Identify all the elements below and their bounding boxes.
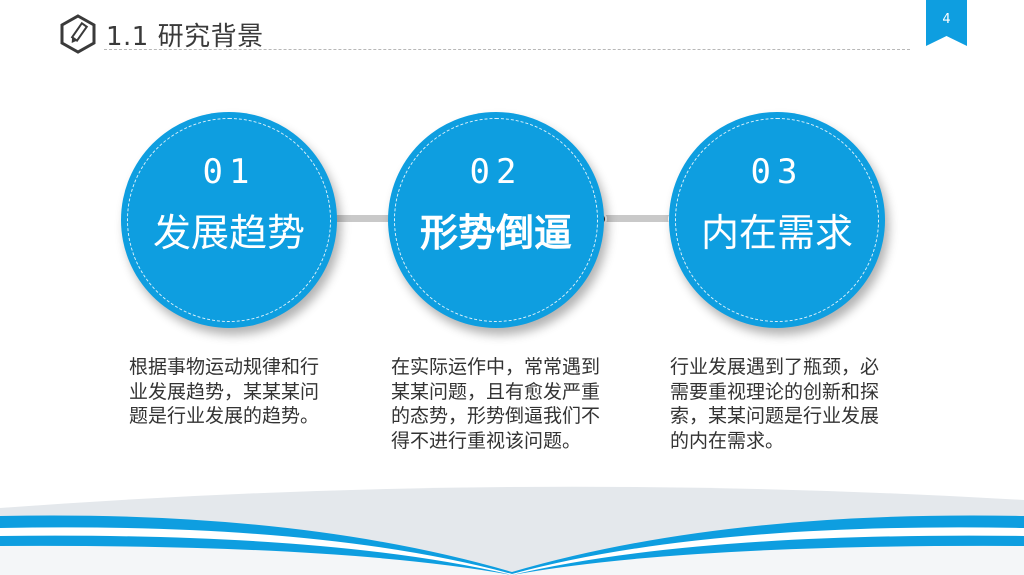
page-title: 1.1 研究背景	[106, 22, 264, 52]
connector-2-3	[600, 215, 676, 222]
page-number: 4	[942, 12, 951, 27]
step-label: 发展趋势	[152, 211, 305, 255]
step-description-2: 在实际运作中，常常遇到某某问题，且有愈发严重的态势，形势倒逼我们不得不进行重视该…	[391, 356, 601, 452]
step-description-3: 行业发展遇到了瓶颈，必需要重视理论的创新和探索，某某问题是行业发展的内在需求。	[670, 356, 880, 452]
step-circle-3: 03 内在需求	[669, 112, 885, 328]
step-number: 01	[202, 152, 256, 192]
step-circle-2: 02 形势倒逼	[388, 112, 604, 328]
step-description-1: 根据事物运动规律和行业发展趋势，某某某问题是行业发展的趋势。	[129, 356, 320, 427]
step-number: 03	[750, 152, 804, 192]
step-circle-1: 01 发展趋势	[121, 112, 337, 328]
step-number: 02	[469, 152, 523, 192]
connector-1-2	[328, 215, 404, 222]
page-number-flag	[926, 0, 967, 46]
bottom-wave-decoration	[0, 486, 1024, 575]
step-label: 内在需求	[700, 211, 853, 255]
header-divider	[104, 49, 910, 50]
step-label: 形势倒逼	[419, 211, 572, 255]
pencil-hexagon-icon	[60, 14, 96, 54]
